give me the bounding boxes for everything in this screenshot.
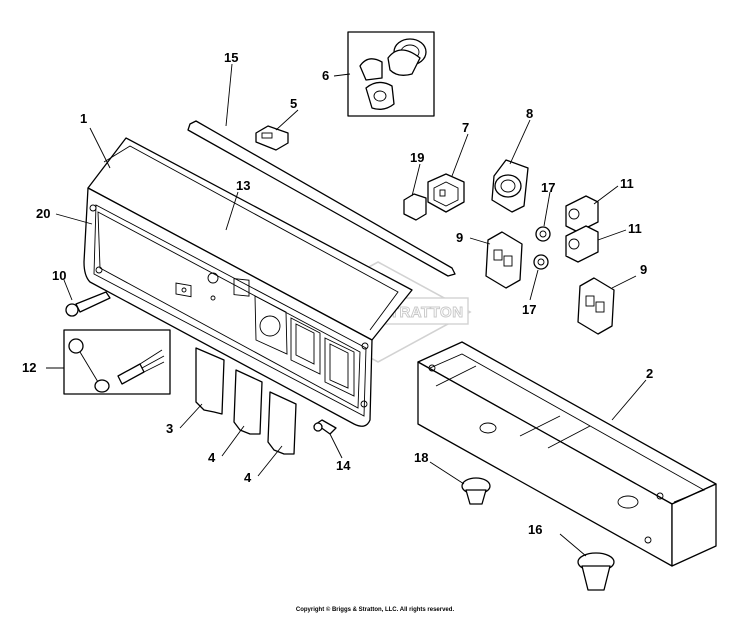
callout-5: 5: [290, 96, 297, 111]
circuit-breaker-upper: [565, 195, 599, 233]
callout-19: 19: [410, 150, 424, 165]
callout-4-b: 4: [244, 470, 252, 485]
callout-18: 18: [414, 450, 428, 465]
callout-7: 7: [462, 120, 469, 135]
callout-14: 14: [336, 458, 351, 473]
callout-10: 10: [52, 268, 66, 283]
callout-1: 1: [80, 111, 87, 126]
callout-11-a: 11: [620, 176, 634, 191]
switch-19: [403, 193, 427, 221]
twist-lock-receptacle: [491, 159, 529, 213]
breaker-button-upper: [535, 226, 551, 242]
control-panel: [83, 137, 413, 427]
callouts: 1 2 3 4 4 5 6 7 8 9 9 10 11 11 12 13 14 …: [22, 50, 653, 537]
callout-20: 20: [36, 206, 50, 221]
outlet-cover-assembly: [359, 38, 427, 110]
callout-16: 16: [528, 522, 542, 537]
rear-housing: [417, 341, 717, 567]
receptacle-cover-4a: [233, 369, 263, 435]
grommet-16: [577, 552, 615, 591]
callout-17-a: 17: [541, 180, 555, 195]
callout-13: 13: [236, 178, 250, 193]
circuit-breaker-lower: [565, 225, 599, 263]
hour-meter: [255, 125, 289, 151]
duplex-receptacle-right: [577, 277, 615, 335]
breaker-button-lower: [533, 254, 549, 270]
callout-12: 12: [22, 360, 36, 375]
callout-9-a: 9: [456, 230, 463, 245]
callout-15: 15: [224, 50, 238, 65]
choke-knob: [65, 291, 111, 317]
duplex-receptacle-left: [485, 231, 523, 289]
callout-8: 8: [526, 106, 533, 121]
callout-11-b: 11: [628, 221, 642, 236]
grommet-18: [461, 477, 491, 505]
screw: [313, 419, 337, 435]
rocker-switch: [427, 173, 465, 213]
receptacle-cover-4b: [267, 391, 297, 455]
callout-17-b: 17: [522, 302, 536, 317]
leader-lines: [46, 63, 647, 557]
callout-9-b: 9: [640, 262, 647, 277]
callout-3: 3: [166, 421, 173, 436]
callout-6: 6: [322, 68, 329, 83]
cord-plug-assembly: [68, 338, 165, 393]
callout-4-a: 4: [208, 450, 216, 465]
copyright-notice: Copyright © Briggs & Stratton, LLC. All …: [295, 607, 455, 613]
trim-strip: [187, 120, 456, 277]
receptacle-cover-3: [195, 347, 225, 415]
callout-2: 2: [646, 366, 653, 381]
